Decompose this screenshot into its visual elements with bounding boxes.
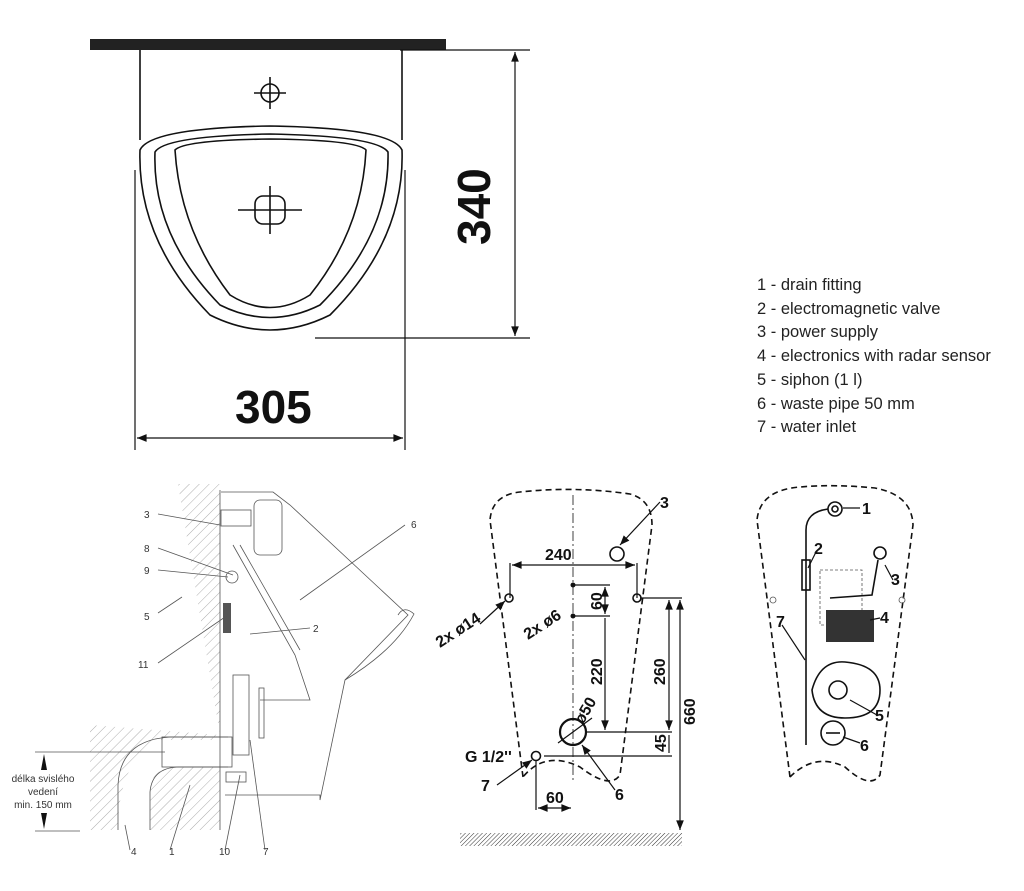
part-label: 9 (144, 566, 150, 577)
legend-item: 4 - electronics with radar sensor (757, 347, 991, 365)
part-label: 7 (776, 614, 785, 631)
part-label: 5 (144, 612, 150, 623)
part-label: 4 (880, 610, 889, 627)
legend-item: 1 - drain fitting (757, 276, 862, 294)
note-text: min. 150 mm (14, 800, 72, 811)
height-dimension: 340 (448, 168, 500, 245)
part-label: 3 (891, 572, 900, 589)
legend-item: 5 - siphon (1 l) (757, 371, 862, 389)
dimension-label: 220 (589, 658, 606, 685)
part-label: 8 (144, 544, 150, 555)
bowl-outline (139, 125, 403, 331)
part-label: 10 (219, 847, 231, 858)
dimension-label: 60 (546, 790, 564, 807)
part-label: 1 (862, 501, 871, 518)
electronics-box (826, 610, 874, 642)
legend-item: 3 - power supply (757, 323, 879, 341)
siphon-part (223, 603, 231, 633)
dimension-label: 45 (653, 734, 670, 752)
dimension-label: 260 (652, 658, 669, 685)
dimension-label: 660 (682, 698, 699, 725)
legend: 1 - drain fitting 2 - electromagnetic va… (757, 276, 991, 436)
part-label: 5 (875, 708, 884, 725)
legend-item: 7 - water inlet (757, 418, 856, 436)
part-label: 1 (169, 847, 175, 858)
part-label: 6 (615, 787, 624, 804)
width-dimension: 305 (235, 381, 312, 433)
dimension-label: 2x ø6 (521, 607, 565, 644)
part-label: 7 (263, 847, 269, 858)
mounting-view: 3 240 2x ø14 2x ø6 60 220 260 660 ø50 45… (433, 488, 699, 846)
note-text: vedení (28, 787, 58, 798)
part-label: 6 (860, 738, 869, 755)
part-label: 2 (313, 624, 319, 635)
dimension-label: G 1/2'' (465, 749, 512, 766)
part-label: 2 (814, 541, 823, 558)
crosshair-icon (238, 77, 302, 234)
dimension-label: 240 (545, 547, 572, 564)
wall-hatch (90, 484, 220, 830)
top-view: 340 305 (90, 39, 530, 450)
part-label: 4 (131, 847, 137, 858)
part-label: 3 (144, 510, 150, 521)
part-label: 7 (481, 778, 490, 795)
wall-mount-bar (90, 39, 446, 50)
part-label: 6 (411, 520, 417, 531)
part-label: 11 (138, 660, 149, 671)
side-section-view: 3 8 9 5 11 6 2 4 1 10 7 délka svislého v… (12, 484, 417, 858)
note-text: délka svislého (12, 774, 75, 785)
rear-view: 1 2 3 4 7 5 6 (756, 484, 914, 782)
floor-hatch (460, 833, 682, 846)
legend-item: 6 - waste pipe 50 mm (757, 395, 915, 413)
dimension-label: ø50 (572, 695, 601, 727)
legend-item: 2 - electromagnetic valve (757, 300, 940, 318)
dimension-label: 60 (589, 592, 606, 610)
part-label: 3 (660, 495, 669, 512)
dimension-label: 2x ø14 (433, 610, 484, 651)
